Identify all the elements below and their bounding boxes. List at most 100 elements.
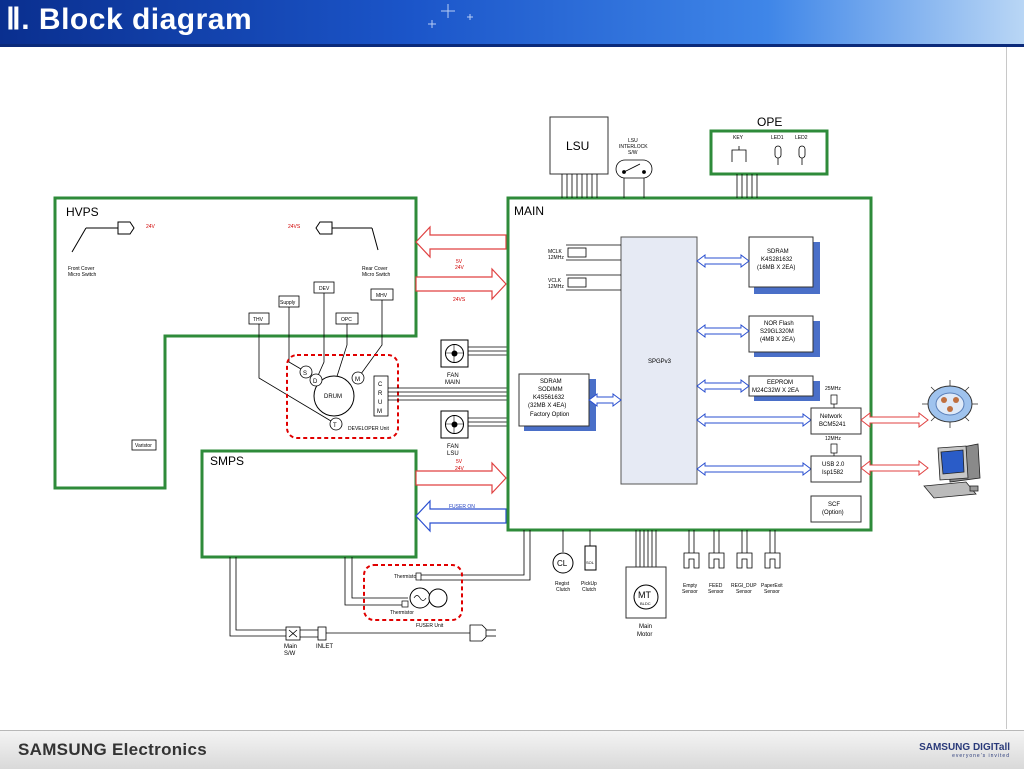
mclk-label-2: 12MHz bbox=[548, 255, 564, 261]
eeprom-label-2: M24C32W X 2EA bbox=[752, 388, 799, 394]
led1-label: LED1 bbox=[771, 135, 784, 141]
sdram-label-3: (16MB X 2EA) bbox=[757, 265, 795, 271]
lsu-bus bbox=[561, 174, 598, 198]
regi-clutch-label-1: Regist bbox=[555, 581, 570, 587]
paper-exit-sensor-label-1: PaperExit bbox=[761, 583, 783, 589]
lsu-interlock-label-1: LSU bbox=[628, 138, 638, 144]
usb-label-2: Isp1582 bbox=[822, 470, 844, 476]
inlet-label: INLET bbox=[316, 644, 333, 650]
drum bbox=[313, 375, 355, 417]
main-sw-label-1: Main bbox=[284, 644, 297, 650]
pickup-clutch-label-2: Clutch bbox=[582, 587, 596, 593]
sodimm-label-1: SDRAM bbox=[540, 379, 562, 385]
fuser-unit-label: FUSER Unit bbox=[416, 623, 444, 629]
mhz12-crystal bbox=[830, 443, 838, 456]
bottom-lines bbox=[562, 530, 776, 567]
main-motor-icon bbox=[633, 584, 659, 610]
mt-label: MT bbox=[638, 590, 651, 600]
nor-flash-label-2: S29GL320M bbox=[760, 329, 794, 335]
mclk-crystal bbox=[566, 244, 621, 261]
power-plug-icon bbox=[469, 624, 496, 642]
lsu-interlock-label-2: INTERLOCK bbox=[619, 144, 648, 150]
front-cover-label-1: Front Cover bbox=[68, 266, 95, 272]
thermistor1-label: Thermistor bbox=[394, 574, 418, 580]
varistor-box bbox=[131, 439, 157, 451]
ope-block bbox=[709, 129, 829, 176]
crum-m: M bbox=[377, 409, 382, 415]
v24-label: 24V bbox=[146, 224, 156, 230]
smps-5v-label: 5V bbox=[456, 459, 463, 465]
sodimm-label-3: K4S561632 bbox=[533, 395, 565, 401]
hv-output-lines bbox=[258, 293, 383, 425]
vclk-label-1: VCLK bbox=[548, 278, 562, 284]
arrow-5v-label: 5V bbox=[456, 259, 463, 265]
external-arrows bbox=[860, 411, 929, 477]
thv-label: THV bbox=[253, 317, 264, 323]
sdram-block bbox=[748, 236, 814, 288]
sodimm-label-2: SODIMM bbox=[538, 387, 563, 393]
empty-sensor-label-2: Sensor bbox=[682, 589, 698, 595]
thermistor2-icon bbox=[401, 600, 409, 608]
network-label-2: BCM5241 bbox=[819, 422, 846, 428]
sdram-label-1: SDRAM bbox=[767, 249, 789, 255]
arrow-hvps-power bbox=[415, 267, 507, 301]
paper-exit-sensor-label-2: Sensor bbox=[764, 589, 780, 595]
header-bar: Ⅱ. Block diagram bbox=[0, 0, 1024, 44]
usb-block bbox=[810, 455, 862, 483]
hvps-label: HVPS bbox=[66, 205, 99, 219]
crum-u: U bbox=[378, 400, 382, 406]
fan-lsu-label-2: LSU bbox=[447, 451, 459, 457]
spgp-label: SPGPv3 bbox=[648, 359, 672, 365]
s-roller bbox=[299, 365, 313, 379]
s-label: S bbox=[303, 371, 307, 377]
mhv-label: MHV bbox=[376, 293, 388, 299]
lsu-interlock-switch bbox=[615, 159, 653, 198]
footer-brand: SAMSUNG Electronics bbox=[18, 740, 207, 759]
front-cover-label-2: Micro Switch bbox=[68, 272, 97, 278]
scf-block bbox=[810, 495, 862, 523]
drum-label: DRUM bbox=[324, 394, 342, 400]
sdram-label-2: K4S281632 bbox=[761, 257, 793, 263]
fuser-wires bbox=[229, 530, 531, 637]
nor-flash-label-3: (4MB X 2EA) bbox=[760, 337, 795, 343]
main-motor-label-2: Motor bbox=[637, 632, 652, 638]
key-label: KEY bbox=[733, 135, 744, 141]
regi-clutch-label-2: Clutch bbox=[556, 587, 570, 593]
computer-icon bbox=[923, 443, 981, 499]
v24s-label: 24VS bbox=[288, 224, 301, 230]
main-label: MAIN bbox=[514, 204, 544, 218]
header-underline bbox=[0, 44, 1024, 47]
t-label: T bbox=[333, 423, 337, 429]
empty-sensor-label-1: Empty bbox=[683, 583, 698, 589]
crum-c: C bbox=[378, 382, 383, 388]
fan-main-label-1: FAN bbox=[447, 373, 459, 379]
sol-label: SOL bbox=[586, 560, 595, 565]
fan-lsu-lines bbox=[468, 417, 508, 427]
smps-block bbox=[200, 449, 418, 559]
thermistor1-icon bbox=[415, 572, 422, 581]
crum-bus bbox=[388, 387, 508, 401]
opc-label: OPC bbox=[341, 317, 352, 323]
smps-24v-label: 24V bbox=[455, 466, 465, 472]
footer-logo: SAMSUNG DIGITall everyone's invited bbox=[919, 743, 1010, 761]
rear-cover-label-2: Micro Switch bbox=[362, 272, 391, 278]
sodimm-label-4: (32MB X 4EA) bbox=[528, 403, 566, 409]
inlet-icon bbox=[300, 626, 470, 641]
spgp-chip bbox=[620, 236, 698, 485]
m-roller bbox=[351, 371, 365, 385]
mhz25-label: 25MHz bbox=[825, 386, 841, 392]
supply-label: Supply bbox=[280, 300, 296, 306]
mhz25-crystal bbox=[830, 394, 838, 408]
bldc-label: BLDC bbox=[640, 601, 651, 606]
varistor-label: Varistor bbox=[135, 443, 152, 449]
regi-dup-sensor-label-2: Sensor bbox=[736, 589, 752, 595]
rear-cover-switch bbox=[315, 221, 379, 251]
vclk-crystal bbox=[566, 274, 621, 291]
footer-tagline: everyone's invited bbox=[952, 753, 1010, 759]
page-title: Ⅱ. Block diagram bbox=[6, 3, 253, 36]
nor-flash-label-1: NOR Flash bbox=[764, 321, 794, 327]
vclk-label-2: 12MHz bbox=[548, 284, 564, 290]
feed-sensor-label-2: Sensor bbox=[708, 589, 724, 595]
sodimm-label-5: Factory Option bbox=[530, 412, 569, 418]
header-sparkle-decoration bbox=[428, 4, 473, 28]
